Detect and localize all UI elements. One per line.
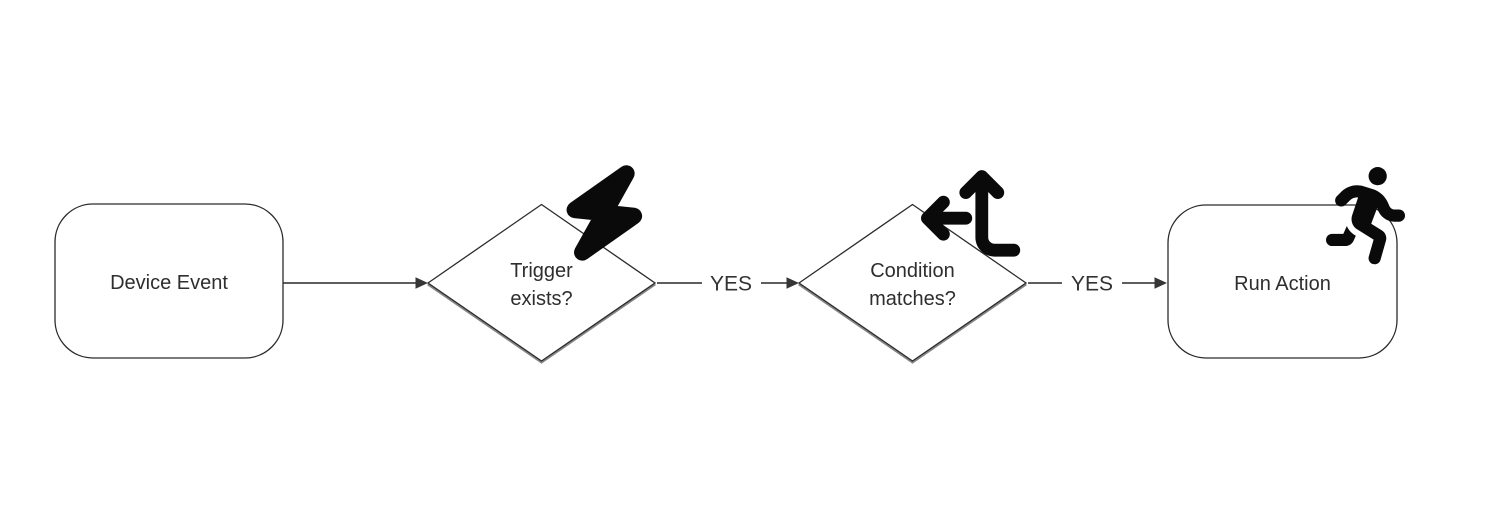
node-run-action: Run Action (1167, 167, 1406, 359)
node-device-event: Device Event (54, 203, 284, 359)
arrowhead-icon (786, 277, 799, 289)
trigger-exists-shape (426, 203, 657, 362)
arrowhead-icon (415, 277, 428, 289)
condition-matches-label-line2: matches? (869, 288, 956, 310)
trigger-exists-label-line1: Trigger (510, 260, 573, 282)
bolt-lightning-icon (566, 165, 643, 261)
edge-label-yes-2: YES (1071, 273, 1113, 296)
device-event-label: Device Event (110, 272, 228, 294)
split-arrows-up-left-icon (921, 170, 1021, 257)
node-condition-matches: Condition matches? (797, 170, 1028, 362)
edge-condition-to-run-action: YES (1028, 273, 1167, 296)
edge-trigger-to-condition: YES (657, 273, 799, 296)
condition-matches-label-line1: Condition (870, 260, 955, 282)
trigger-exists-label-line2: exists? (510, 288, 572, 310)
arrowhead-icon (1154, 277, 1167, 289)
run-action-label: Run Action (1234, 273, 1331, 295)
edge-label-yes-1: YES (710, 273, 752, 296)
person-running-icon (1326, 167, 1406, 265)
device-event-shape (54, 203, 284, 359)
node-trigger-exists: Trigger exists? (426, 165, 657, 362)
edge-device-event-to-trigger (283, 277, 428, 289)
condition-matches-shape (797, 203, 1028, 362)
